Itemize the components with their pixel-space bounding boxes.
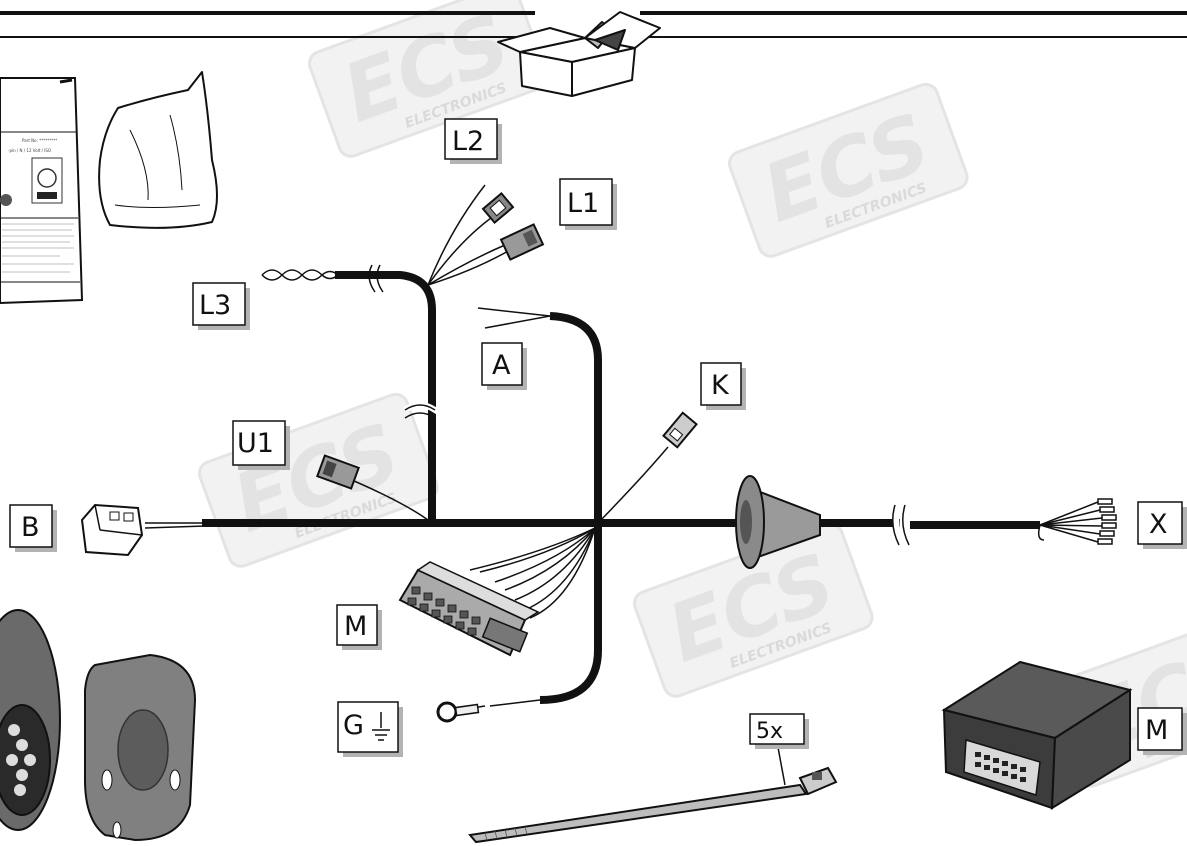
label-tie-quantity: 5x	[749, 713, 809, 786]
svg-text:A: A	[492, 350, 511, 381]
twisted-pair-wire	[261, 269, 339, 281]
main-harness	[202, 264, 1040, 704]
connector-K	[662, 411, 698, 449]
thin-wires	[144, 184, 1103, 711]
watermark-logo-3: ECS ELECTRONICS	[197, 392, 439, 568]
label-M-module: M	[1137, 707, 1187, 755]
plastic-bag-icon	[98, 71, 218, 229]
svg-text:L2: L2	[452, 126, 484, 157]
cable-tie	[468, 766, 838, 844]
instruction-sheet: Part No: ********* -pin / N / 12 Volt / …	[0, 77, 84, 305]
svg-text:U1: U1	[237, 428, 274, 459]
svg-text:M: M	[344, 611, 367, 642]
socket-cover	[84, 653, 197, 842]
svg-text:L1: L1	[567, 188, 599, 219]
connector-L2	[481, 191, 515, 225]
label-X: X	[1137, 501, 1187, 549]
header-rule	[0, 11, 1187, 38]
trailer-socket	[0, 609, 61, 831]
label-L1: L1	[559, 178, 617, 230]
label-A: A	[481, 342, 527, 390]
wire-terminals	[1097, 498, 1117, 545]
svg-text:B: B	[21, 512, 40, 543]
connector-U1	[316, 454, 360, 490]
grommet	[735, 475, 821, 569]
control-module	[941, 660, 1133, 810]
svg-text:M: M	[1145, 715, 1168, 746]
box-icon	[497, 11, 661, 97]
label-U1: U1	[232, 420, 290, 470]
svg-text:K: K	[711, 370, 730, 401]
svg-text:Part No: *********: Part No: *********	[22, 138, 57, 143]
svg-text:-pin / N / 12 Volt / ISO: -pin / N / 12 Volt / ISO	[8, 148, 51, 153]
watermark-logo-1: ECS ELECTRONICS	[307, 0, 549, 158]
label-M-connector: M	[336, 604, 382, 650]
label-G: G	[337, 701, 403, 757]
watermark-logo-2: ECS ELECTRONICS	[727, 82, 969, 258]
svg-text:L3: L3	[199, 290, 231, 321]
svg-text:5x: 5x	[756, 719, 783, 744]
label-L2: L2	[444, 118, 502, 164]
label-L3: L3	[192, 282, 250, 330]
connector-B	[80, 503, 144, 557]
connector-M	[398, 561, 540, 657]
connector-L1	[499, 223, 545, 261]
svg-text:X: X	[1149, 509, 1168, 540]
svg-text:G: G	[343, 710, 364, 741]
ring-terminal	[436, 701, 480, 723]
label-B: B	[9, 504, 57, 552]
label-K: K	[700, 362, 746, 410]
ground-icon	[372, 712, 390, 741]
